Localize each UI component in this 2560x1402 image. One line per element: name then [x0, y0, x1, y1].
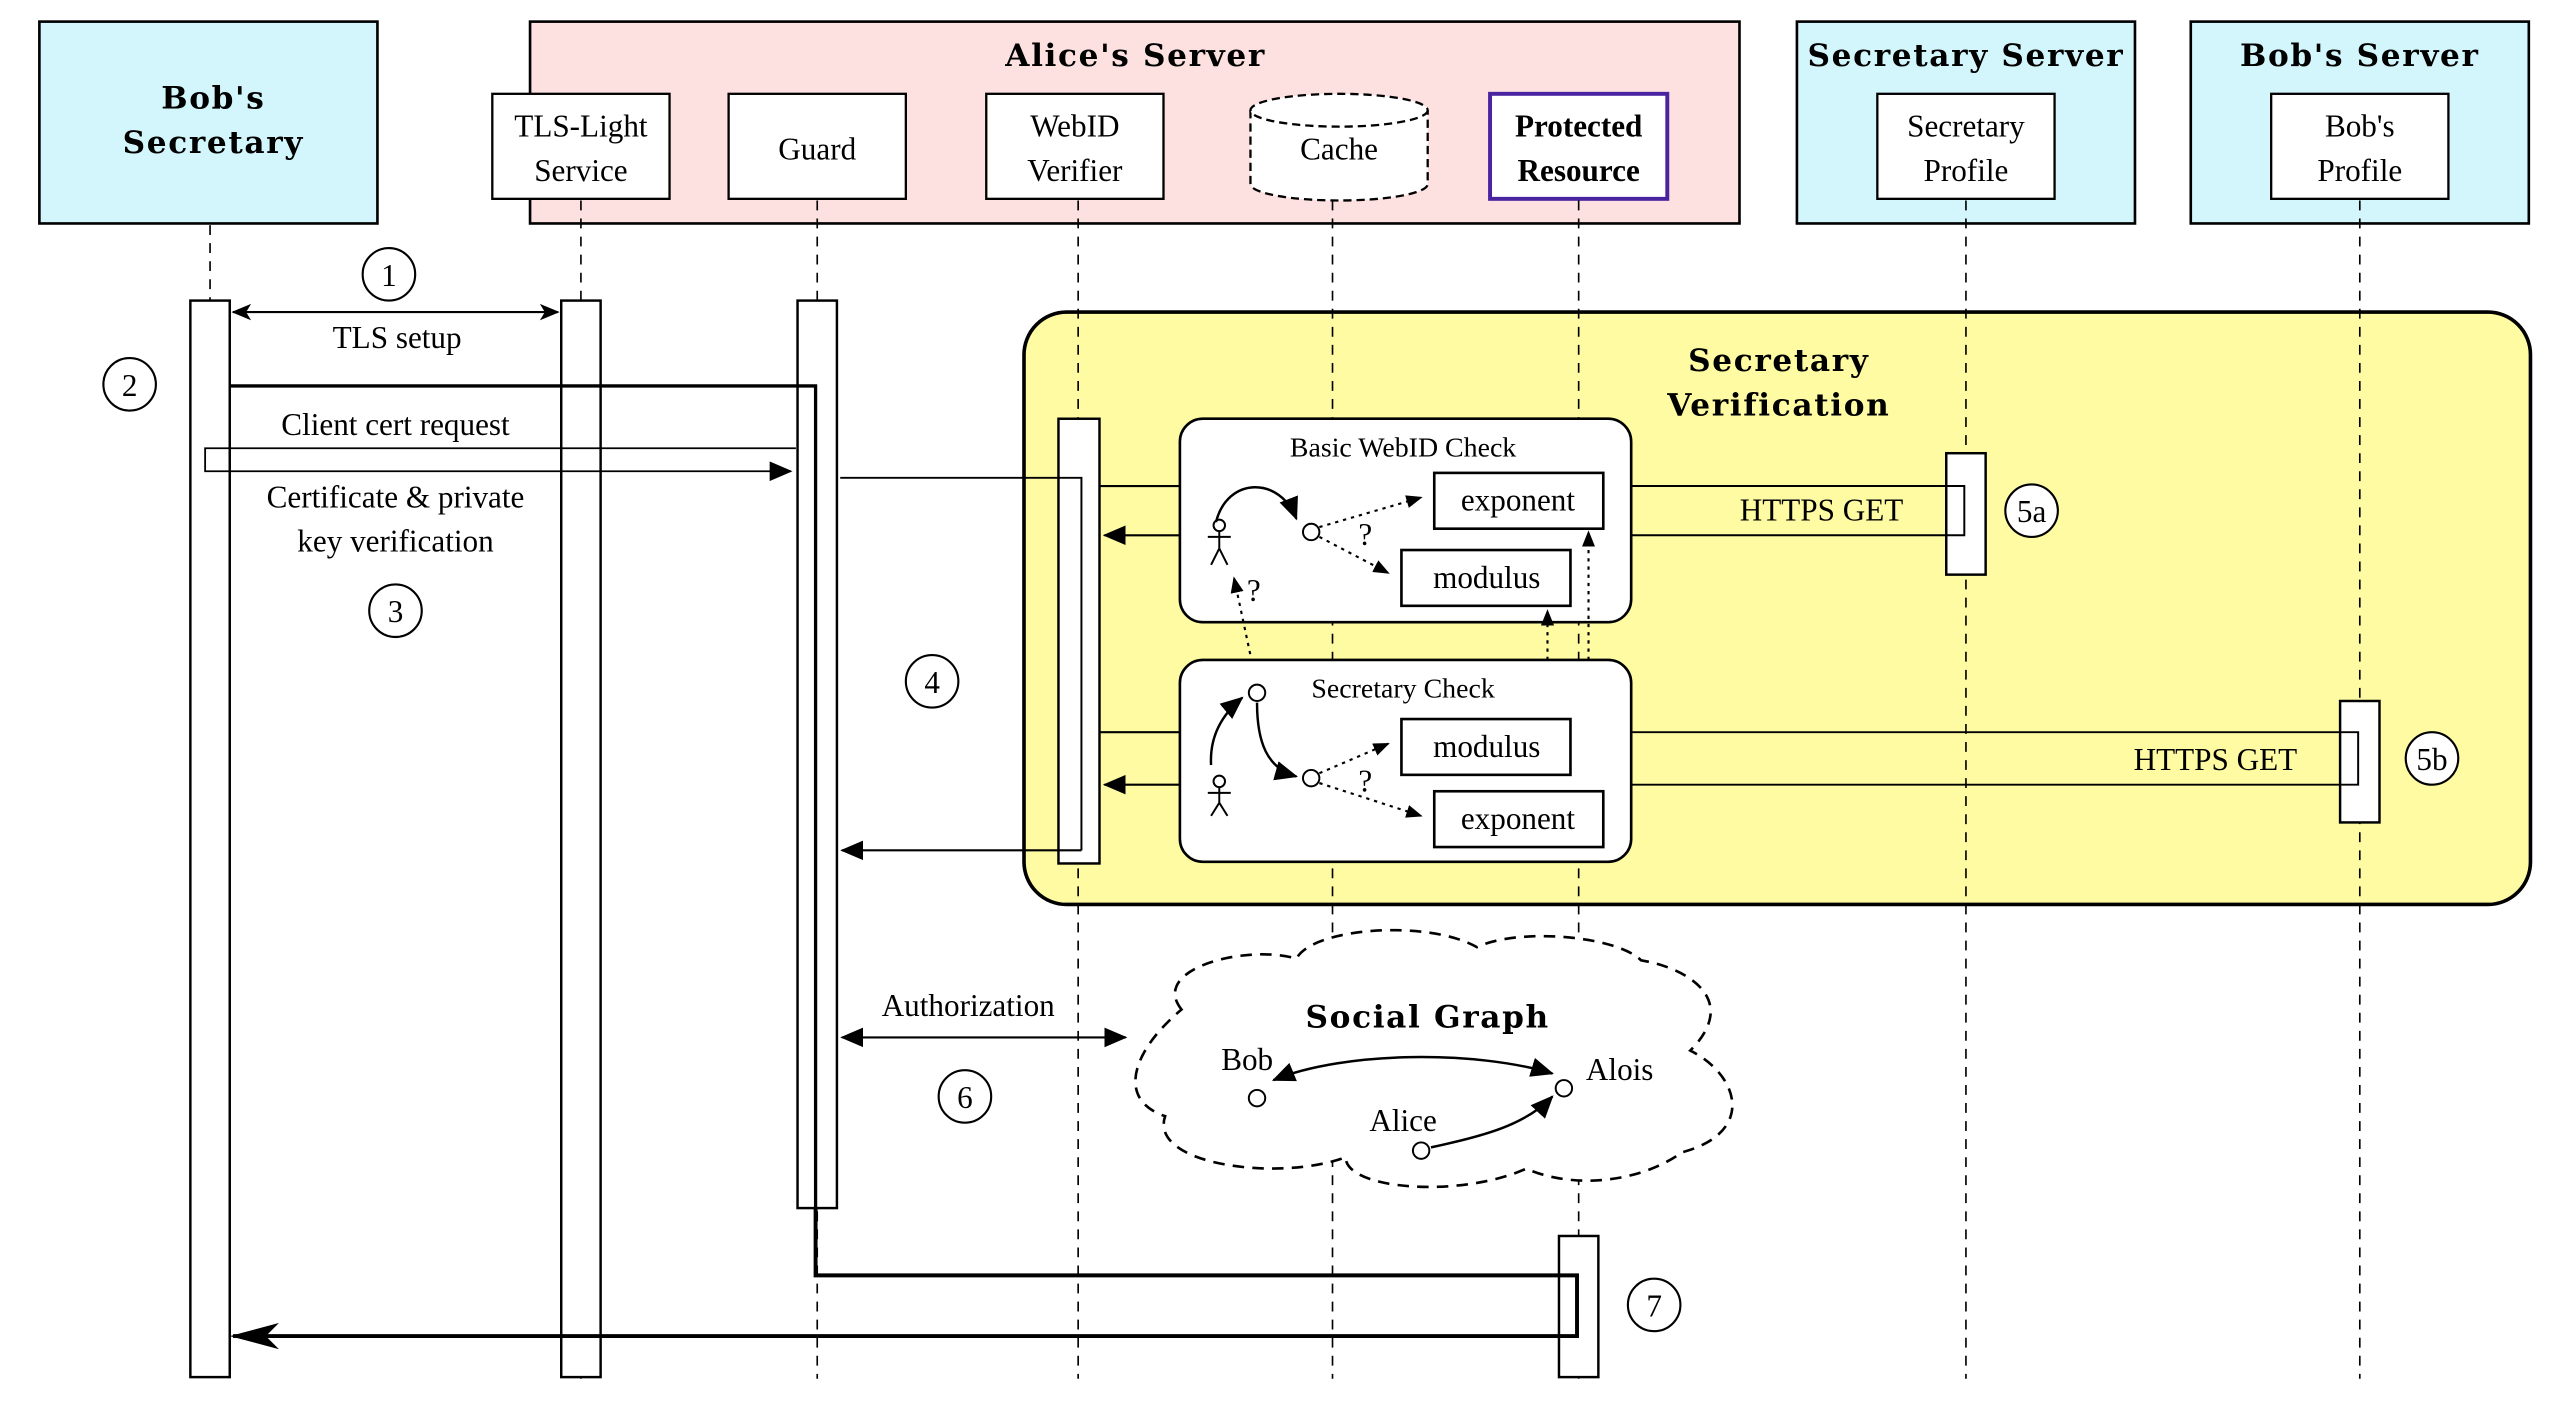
svg-text:3: 3	[388, 594, 404, 629]
message-certificate-verification: Certificate & private key verification	[204, 447, 796, 559]
message-tls-setup: TLS setup	[231, 303, 560, 355]
modulus-box	[1400, 717, 1572, 777]
node-icon	[1247, 683, 1267, 702]
svg-text:modulus: modulus	[1433, 560, 1540, 595]
social-graph-cloud: Social Graph Bob Alois Alice	[1134, 928, 1734, 1189]
step-7-marker: 7	[1626, 1277, 1682, 1333]
svg-text:Secretary: Secretary	[1688, 343, 1869, 379]
exponent-box	[1432, 789, 1605, 849]
message-verify-webid	[840, 476, 1083, 861]
step-2-marker: 2	[102, 356, 157, 412]
tls-light-service-box: TLS-Light Service	[491, 92, 671, 200]
svg-text:4: 4	[924, 665, 940, 700]
activation-webid	[1057, 417, 1101, 865]
svg-text:Secretary: Secretary	[123, 125, 304, 161]
person-icon	[1207, 518, 1231, 566]
svg-text:Certificate & private: Certificate & private	[267, 479, 525, 514]
node-icon	[1301, 522, 1321, 542]
activation-bob-profile	[2338, 699, 2381, 824]
svg-text:Basic WebID Check: Basic WebID Check	[1290, 432, 1516, 463]
svg-text:Bob: Bob	[1221, 1042, 1273, 1077]
svg-text:key verification: key verification	[297, 524, 494, 559]
svg-text:Social Graph: Social Graph	[1306, 1000, 1550, 1036]
message-authorization: Authorization	[840, 988, 1128, 1048]
secretary-check-box: Secretary Check modulus exponent ?	[1178, 658, 1633, 864]
svg-text:WebID: WebID	[1030, 108, 1119, 143]
exponent-box	[1432, 471, 1605, 531]
step-3-marker: 3	[368, 583, 423, 639]
svg-text:HTTPS GET: HTTPS GET	[1740, 492, 1904, 527]
message-resource-response	[229, 1208, 1579, 1350]
node-icon	[1301, 768, 1321, 788]
svg-text:?: ?	[1358, 517, 1372, 552]
message-client-cert-request: Client cert request	[229, 384, 818, 1209]
svg-text:5a: 5a	[2017, 494, 2047, 529]
svg-text:Profile: Profile	[1924, 153, 2009, 188]
message-https-get-secretary-profile: HTTPS GET	[1631, 485, 1966, 537]
svg-text:Client cert request: Client cert request	[281, 407, 510, 442]
svg-text:exponent: exponent	[1461, 483, 1576, 518]
svg-text:exponent: exponent	[1461, 801, 1576, 836]
svg-text:TLS-Light: TLS-Light	[514, 108, 648, 143]
bobs-secretary-participant: Bob's Secretary	[38, 20, 379, 225]
svg-text:Authorization: Authorization	[882, 988, 1055, 1023]
cache-database-icon: Cache	[1249, 92, 1429, 202]
svg-text:Service: Service	[534, 153, 627, 188]
message-secretary-check	[1099, 731, 1180, 795]
activation-secretary-profile	[1945, 451, 1987, 576]
node-alois	[1554, 1079, 1574, 1098]
step-4-marker: 4	[904, 653, 960, 709]
step-6-marker: 6	[937, 1069, 993, 1124]
svg-text:Profile: Profile	[2317, 153, 2402, 188]
svg-text:Bob's: Bob's	[2325, 108, 2395, 143]
svg-text:Protected: Protected	[1515, 108, 1642, 143]
basic-webid-check-box: Basic WebID Check exponent modulus ?	[1178, 417, 1633, 624]
message-https-get-bob-profile: HTTPS GET	[1631, 731, 2360, 786]
step-5b-marker: 5b	[2404, 731, 2460, 786]
svg-text:?: ?	[1247, 573, 1261, 608]
svg-text:HTTPS GET: HTTPS GET	[2134, 742, 2298, 777]
svg-text:Cache: Cache	[1300, 131, 1378, 166]
svg-text:Verification: Verification	[1666, 387, 1890, 423]
node-bob	[1247, 1088, 1267, 1108]
svg-text:Secretary Server: Secretary Server	[1808, 38, 2125, 74]
svg-text:1: 1	[381, 258, 397, 293]
modulus-box	[1400, 548, 1572, 608]
svg-text:Alice: Alice	[1369, 1103, 1436, 1138]
svg-text:5b: 5b	[2416, 742, 2447, 777]
protected-resource-box: Protected Resource	[1488, 91, 1670, 201]
webid-verifier-box: WebID Verifier	[985, 92, 1165, 200]
svg-text:TLS setup: TLS setup	[333, 320, 462, 355]
person-icon	[1207, 774, 1231, 817]
svg-text:Verifier: Verifier	[1027, 153, 1123, 188]
activation-tls	[560, 299, 602, 1379]
step-1-marker: 1	[361, 247, 417, 302]
svg-text:Guard: Guard	[778, 131, 856, 166]
message-basic-check	[1099, 484, 1180, 546]
svg-text:Alice's Server: Alice's Server	[1004, 38, 1266, 74]
bob-profile-box: Bob's Profile	[2270, 92, 2450, 200]
svg-text:2: 2	[122, 368, 138, 403]
step-5a-marker: 5a	[2004, 483, 2059, 538]
svg-text:6: 6	[957, 1080, 973, 1115]
svg-text:Secretary: Secretary	[1907, 108, 2025, 143]
svg-text:Secretary Check: Secretary Check	[1311, 674, 1494, 705]
secretary-profile-box: Secretary Profile	[1876, 92, 2056, 200]
svg-text:modulus: modulus	[1433, 729, 1540, 764]
svg-text:Bob's Server: Bob's Server	[2240, 38, 2480, 74]
svg-text:Resource: Resource	[1518, 153, 1640, 188]
node-alice	[1411, 1141, 1431, 1160]
guard-box: Guard	[727, 92, 907, 200]
svg-text:?: ?	[1358, 763, 1372, 798]
svg-text:7: 7	[1646, 1288, 1662, 1323]
activation-bobs-secretary	[189, 299, 231, 1379]
svg-text:Alois: Alois	[1586, 1052, 1654, 1087]
svg-text:Bob's: Bob's	[161, 81, 265, 117]
